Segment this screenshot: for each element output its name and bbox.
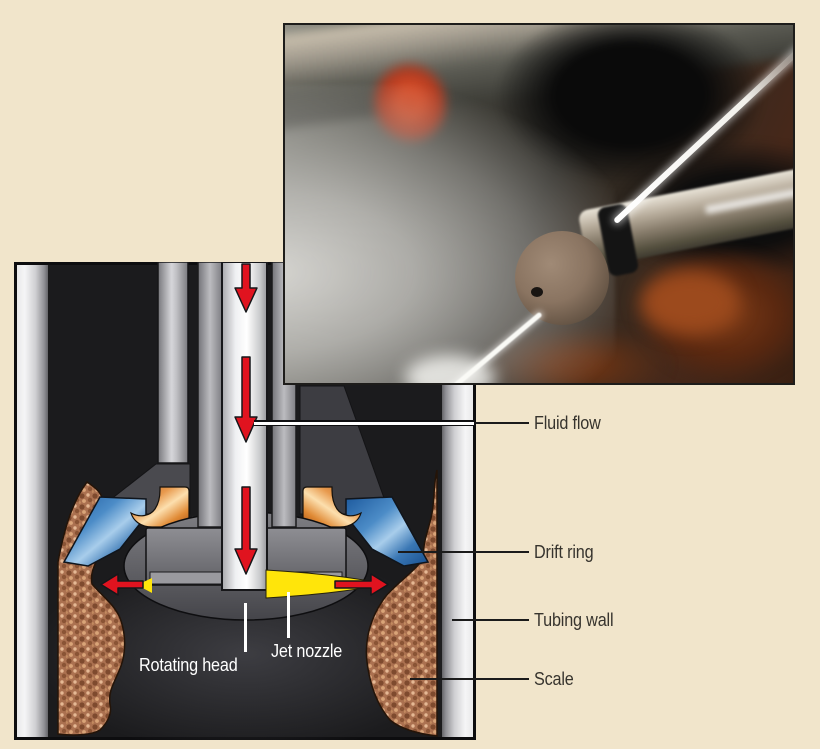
- left-arrow-icon: [100, 573, 144, 596]
- tubing-wall-left: [17, 265, 48, 737]
- tubing-wall-line: [452, 619, 529, 621]
- photo-nozzle-port: [531, 287, 543, 297]
- rotating-head-line: [244, 603, 247, 652]
- photo-tool-nose: [515, 231, 609, 325]
- label-jet-nozzle-text: Jet nozzle: [271, 641, 343, 661]
- jet-nozzle-spray-left: [137, 578, 152, 593]
- fluid-flow-arrows: [100, 263, 389, 596]
- label-rotating-head-text: Rotating head: [139, 655, 238, 675]
- photo-rust-highlight: [640, 270, 740, 335]
- jetting-head-photo: [283, 23, 795, 385]
- down-arrow-icon: [234, 356, 258, 443]
- right-arrow-icon: [334, 573, 389, 596]
- label-drift-ring: Drift ring: [534, 542, 600, 562]
- label-tubing-wall-text: Tubing wall: [534, 610, 614, 630]
- tool-outer-wall-left: [157, 262, 189, 464]
- drift-ring-line: [398, 551, 529, 553]
- fluid-flow-line: [254, 421, 474, 425]
- label-jet-nozzle: Jet nozzle: [271, 641, 350, 661]
- bearing-left: [130, 486, 190, 528]
- label-scale-text: Scale: [534, 669, 574, 689]
- scale-line: [410, 678, 529, 680]
- label-rotating-head: Rotating head: [139, 655, 249, 675]
- down-arrow-icon: [234, 263, 258, 313]
- scale-deposit-right: [365, 469, 438, 737]
- tool-inner-wall-left: [197, 262, 223, 528]
- label-tubing-wall: Tubing wall: [534, 610, 622, 630]
- down-arrow-icon: [234, 486, 258, 575]
- fluid-flow-line-outer: [476, 422, 529, 424]
- jet-nozzle-line: [287, 592, 290, 638]
- label-fluid-flow-text: Fluid flow: [534, 413, 601, 433]
- label-drift-ring-text: Drift ring: [534, 542, 594, 562]
- label-scale: Scale: [534, 669, 578, 689]
- label-fluid-flow: Fluid flow: [534, 413, 608, 433]
